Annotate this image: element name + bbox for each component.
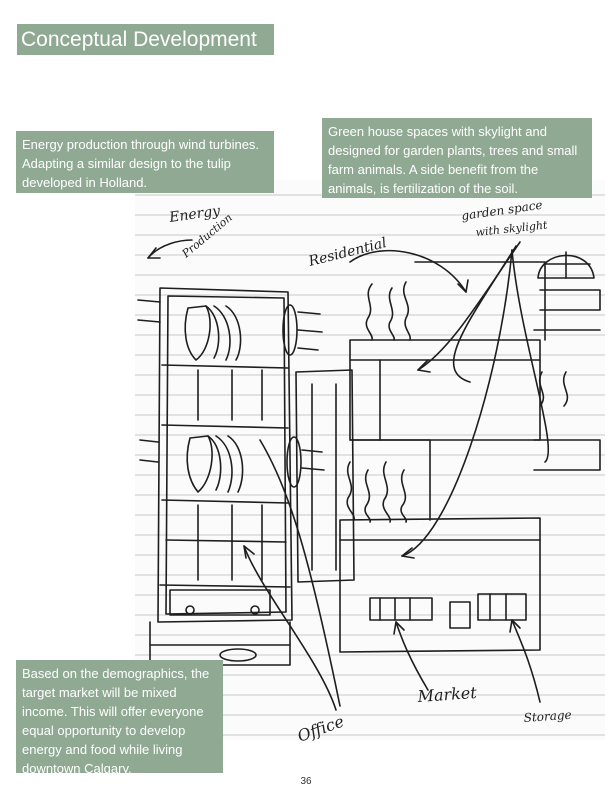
notebook-paper (135, 180, 605, 740)
residential-building (339, 261, 546, 653)
page-title: Conceptual Development (17, 24, 274, 55)
wind-turbine-upper (184, 305, 242, 361)
page-number: 36 (300, 776, 312, 787)
wind-turbine-lower (186, 435, 244, 493)
skylight-dome (533, 251, 601, 471)
label-energy: Energy (167, 203, 222, 226)
caption-demographics: Based on the demographics, the target ma… (16, 660, 223, 776)
connector-block (295, 369, 355, 583)
caption-energy-production: Energy production through wind turbines.… (16, 131, 274, 193)
annotation-arrows (147, 239, 550, 711)
label-market: Market (416, 683, 478, 706)
caption-greenhouse: Green house spaces with skylight and des… (322, 118, 592, 198)
energy-tower (157, 287, 293, 623)
label-storage: Storage (523, 708, 572, 725)
garden-trees (346, 281, 569, 523)
